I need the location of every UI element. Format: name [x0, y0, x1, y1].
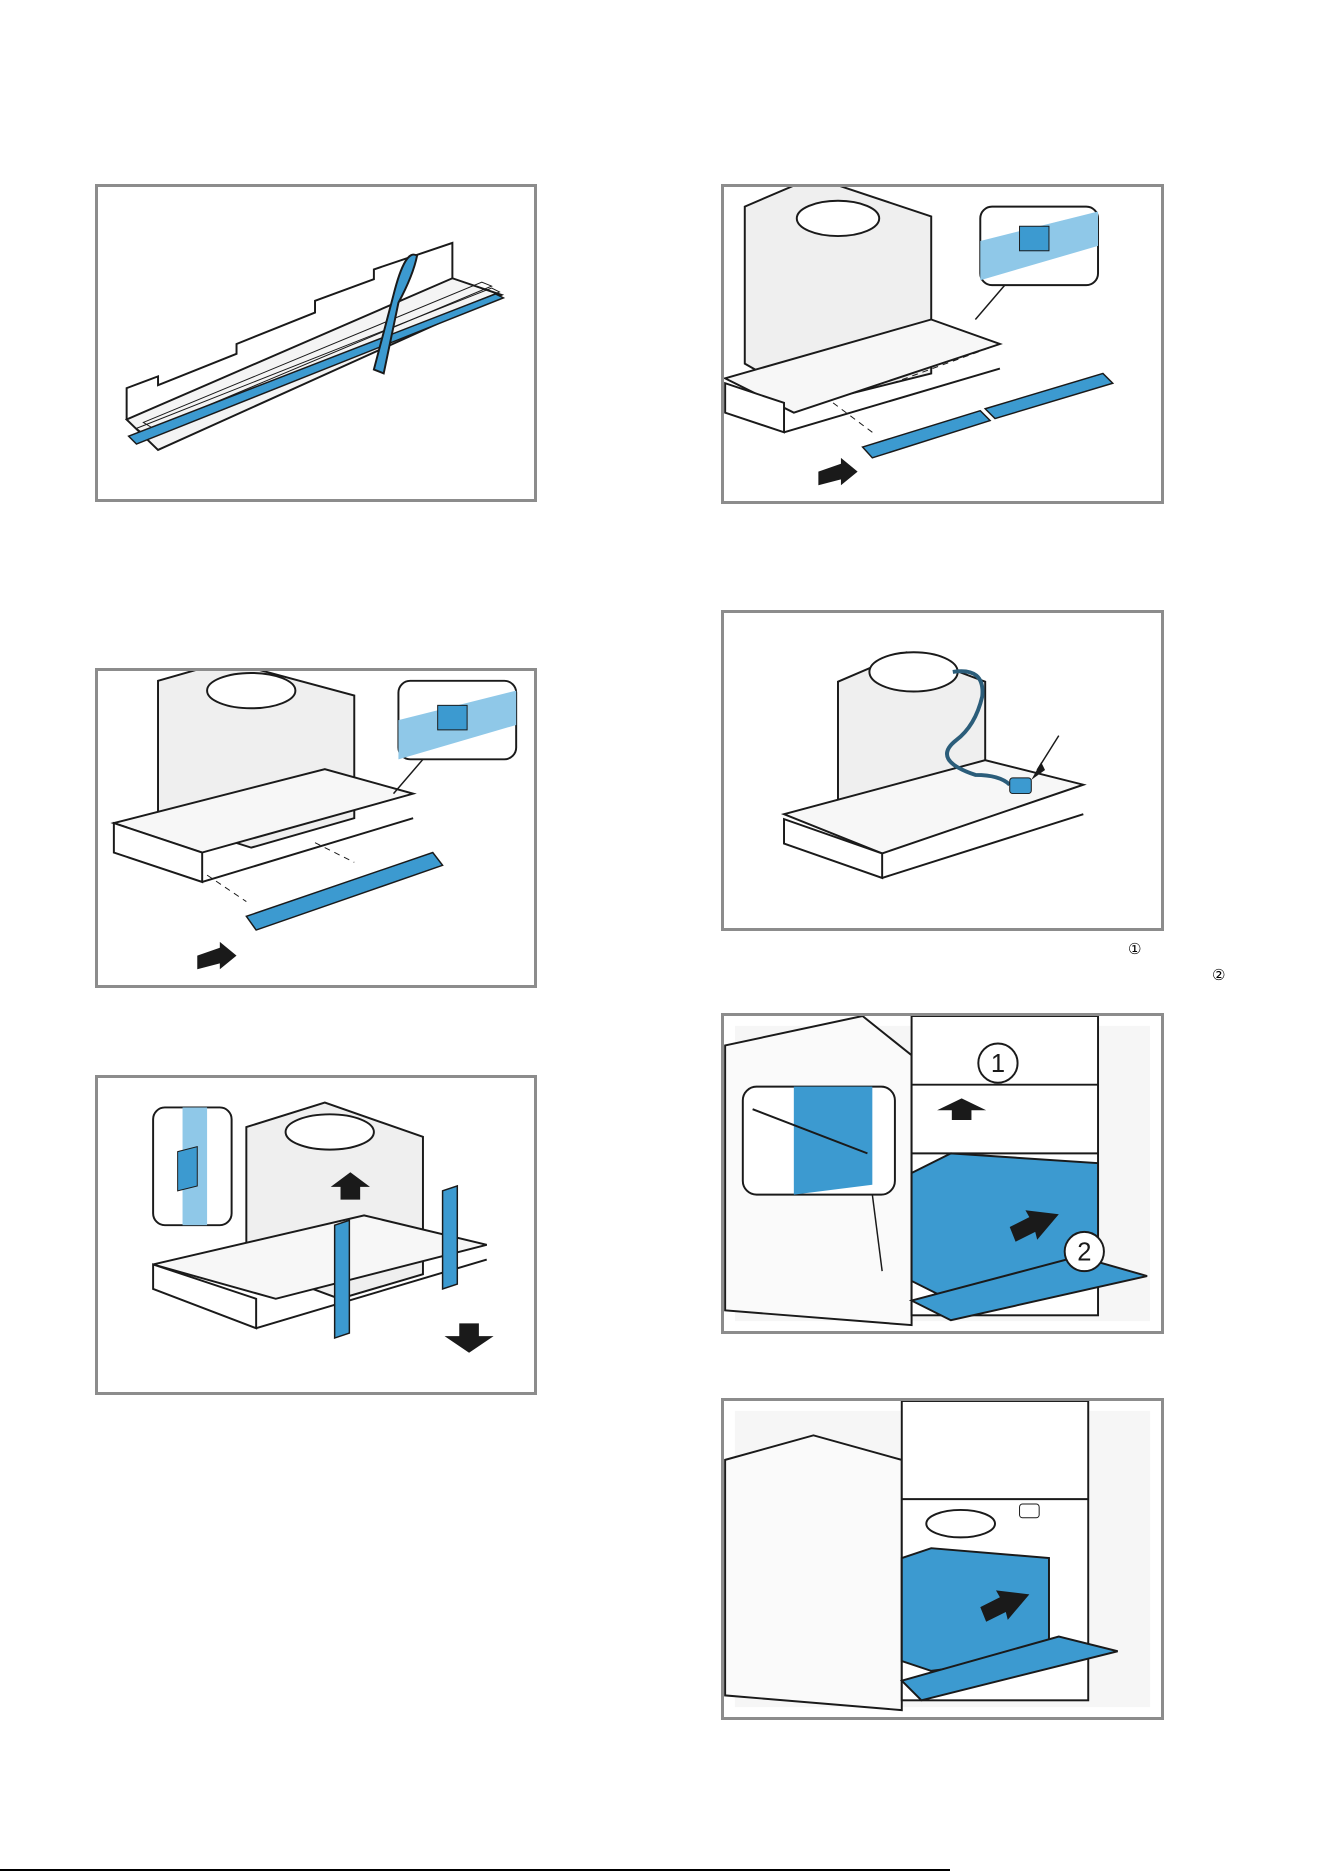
attach-front-strip-illustration	[98, 671, 534, 985]
figure-attach-brackets	[95, 1075, 537, 1395]
figure-attach-side-strips	[721, 184, 1164, 504]
figure-plug-holder	[721, 610, 1164, 931]
attach-side-strips-illustration	[724, 187, 1161, 501]
cut-strip-illustration	[98, 187, 534, 499]
footer-rule	[0, 1869, 950, 1871]
figure-insert-into-cabinet: 1 2	[721, 1013, 1164, 1334]
step-marker-1: ①	[1128, 941, 1141, 957]
callout-2-label: 2	[1077, 1238, 1091, 1266]
black-arrow-icon	[445, 1323, 494, 1352]
black-arrow-icon	[818, 458, 857, 485]
insert-into-cabinet-illustration: 1 2	[724, 1016, 1161, 1331]
push-into-cabinet-illustration	[724, 1401, 1161, 1717]
callout-1-label: 1	[991, 1050, 1005, 1078]
figure-attach-front-strip	[95, 668, 537, 988]
figure-cut-strip	[95, 184, 537, 502]
power-plug-icon	[1010, 778, 1032, 794]
figure-push-into-cabinet	[721, 1398, 1164, 1720]
power-plug-icon	[1020, 1504, 1040, 1518]
step-marker-2: ②	[1212, 967, 1225, 983]
attach-brackets-illustration	[98, 1078, 534, 1392]
black-arrow-icon	[197, 942, 236, 969]
plug-holder-illustration	[724, 613, 1161, 928]
